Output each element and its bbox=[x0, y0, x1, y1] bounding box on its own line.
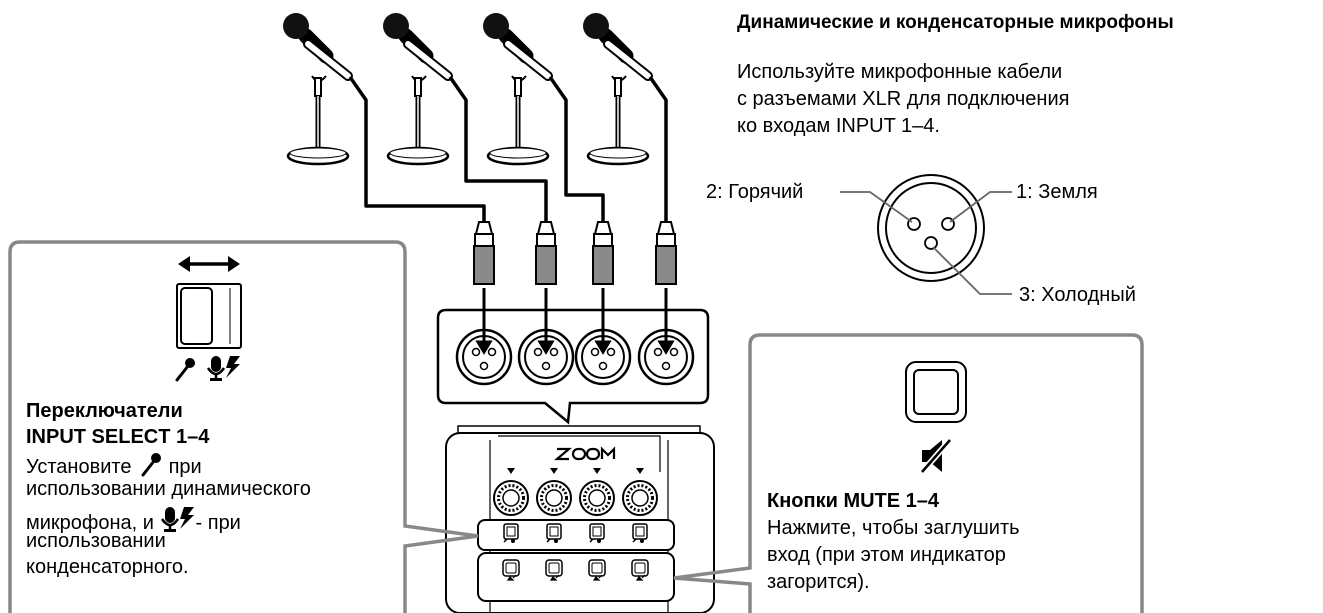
condenser-mic-phantom-icon-inline bbox=[160, 505, 195, 533]
input-select-line-3: микрофона, и - при bbox=[26, 505, 241, 533]
dynamic-mic-icon bbox=[175, 356, 197, 382]
input-select-line-1: Установите при bbox=[26, 453, 202, 477]
mute-line-3: загорится). bbox=[767, 571, 870, 593]
microphone-1 bbox=[283, 13, 348, 164]
pin-ground-label: 1: Земля bbox=[1016, 181, 1098, 203]
xlr-pinout-diagram bbox=[840, 174, 1012, 295]
condenser-section-title: Динамические и конденсаторные микрофоны bbox=[737, 12, 1174, 33]
dynamic-mic-icon-inline bbox=[141, 453, 163, 477]
mute-line-2: вход (при этом индикатор bbox=[767, 544, 1006, 566]
speaker-muted-icon bbox=[922, 440, 950, 472]
xlr-inputs-callout bbox=[436, 308, 710, 425]
input-select-callout bbox=[8, 240, 479, 613]
input-select-line-4: использовании bbox=[26, 530, 166, 552]
mute-callout bbox=[673, 333, 1144, 613]
pin-cold-label: 3: Холодный bbox=[1019, 284, 1136, 306]
xlr-plugs bbox=[473, 221, 677, 285]
input-select-switch-large bbox=[176, 283, 242, 349]
xlr-cables bbox=[348, 76, 668, 222]
microphone-4 bbox=[583, 13, 648, 164]
pin-hot-label: 2: Горячий bbox=[706, 181, 804, 203]
condenser-mic-phantom-icon bbox=[206, 354, 242, 383]
condenser-desc-line-1: Используйте микрофонные кабели bbox=[737, 61, 1063, 83]
input-select-line-2: использовании динамического bbox=[26, 478, 311, 500]
mute-title: Кнопки MUTE 1–4 bbox=[767, 490, 940, 512]
microphone-3 bbox=[483, 13, 548, 164]
double-arrow-icon bbox=[178, 256, 240, 272]
input-select-title-1: Переключатели bbox=[26, 400, 183, 422]
condenser-desc-line-2: с разъемами XLR для подключения bbox=[737, 88, 1070, 110]
input-select-title-2: INPUT SELECT 1–4 bbox=[26, 426, 210, 448]
condenser-desc-line-3: ко входам INPUT 1–4. bbox=[737, 115, 940, 137]
zoom-logo bbox=[553, 446, 616, 461]
input-select-line-5: конденсаторного. bbox=[26, 556, 189, 578]
mute-line-1: Нажмите, чтобы заглушить bbox=[767, 517, 1020, 539]
mute-button-large bbox=[905, 361, 967, 423]
microphone-2 bbox=[383, 13, 448, 164]
